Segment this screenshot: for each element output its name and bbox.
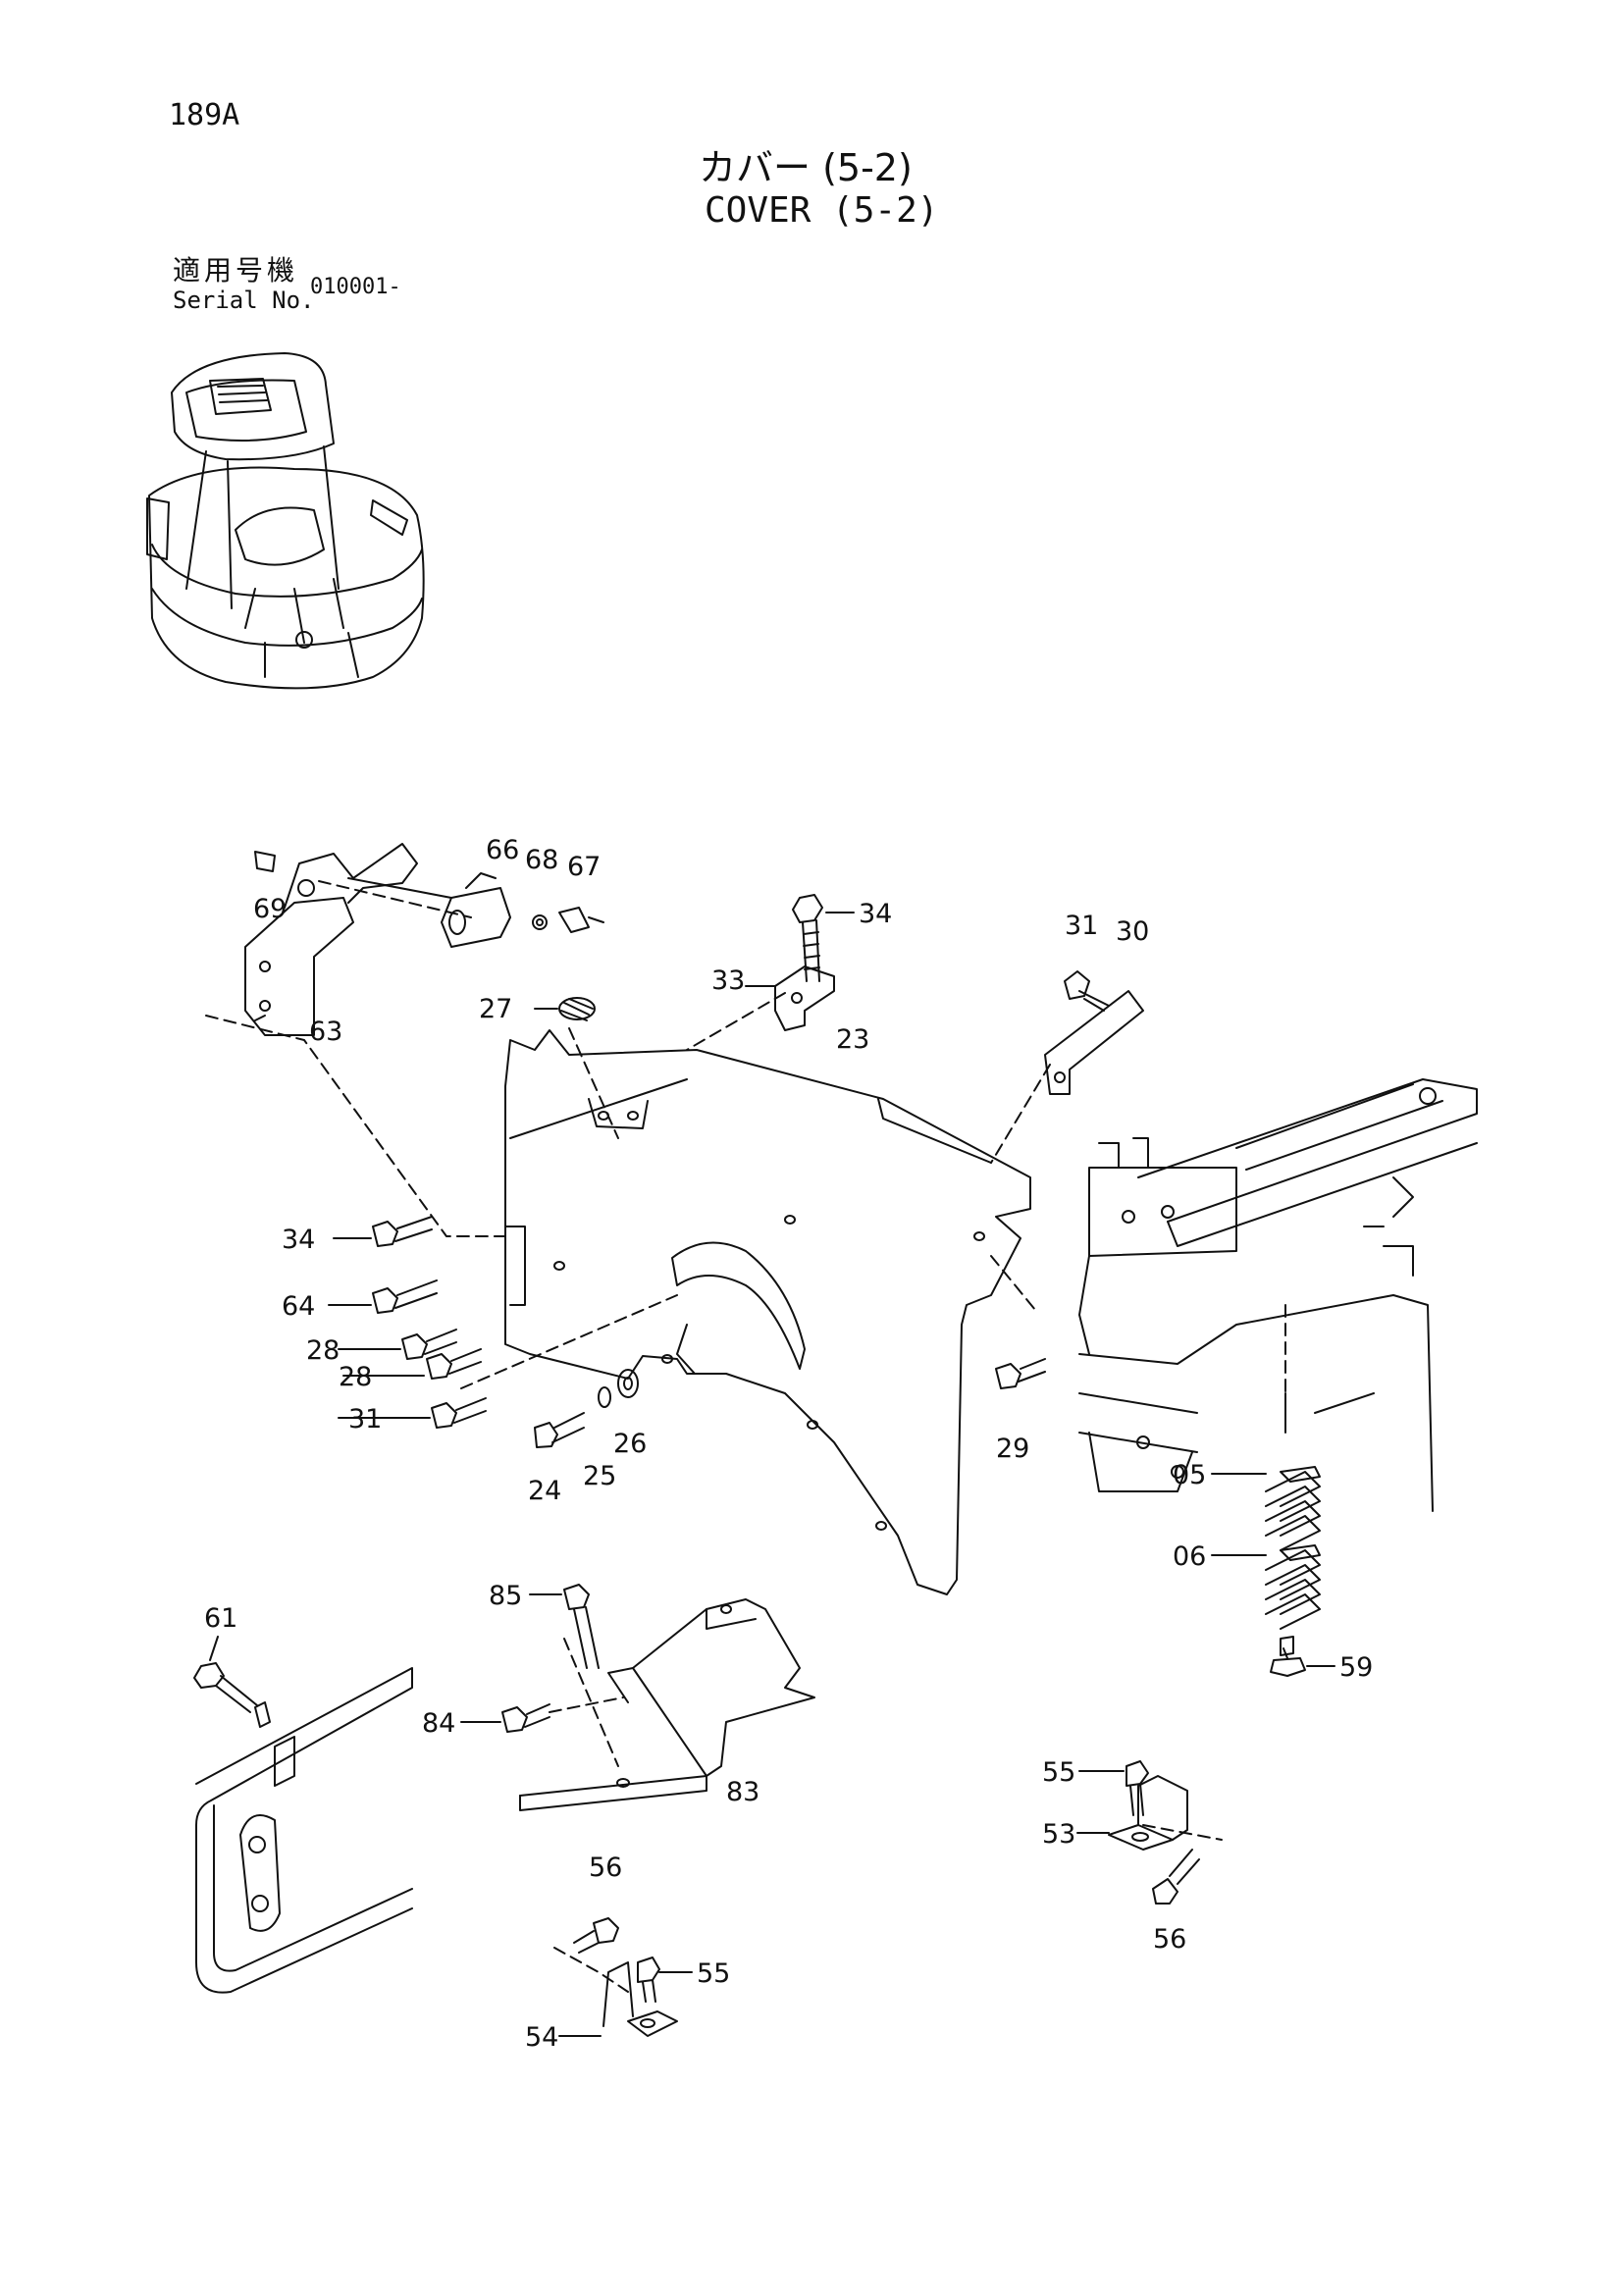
machine-thumbnail <box>146 352 425 690</box>
title-japanese: カバー (5-2) <box>699 146 913 189</box>
cover-plate-23 <box>504 1029 1031 1595</box>
callout-28-upper: 28 <box>306 1335 340 1366</box>
shims-06 <box>1265 1544 1321 1630</box>
callout-25: 25 <box>583 1461 616 1491</box>
shims-05 <box>1265 1466 1321 1551</box>
callout-53: 53 <box>1042 1819 1075 1850</box>
callout-31-left: 31 <box>348 1404 382 1435</box>
callout-85: 85 <box>489 1581 522 1611</box>
bolts-left-side <box>372 1216 487 1429</box>
title-english: COVER (5-2) <box>705 190 939 231</box>
callout-83: 83 <box>726 1777 759 1807</box>
callout-labels: 69 63 66 68 67 34 33 31 30 27 23 34 64 2… <box>204 835 1373 2053</box>
callout-31-top: 31 <box>1065 911 1098 941</box>
callout-05: 05 <box>1173 1460 1206 1490</box>
bracket-54 <box>573 1917 678 2037</box>
callout-34-left: 34 <box>282 1225 315 1255</box>
callout-64: 64 <box>282 1291 315 1322</box>
callout-23: 23 <box>836 1024 869 1055</box>
page-code: 189A <box>169 98 240 132</box>
frame-rails <box>1078 1078 1478 1512</box>
cover-83 <box>501 1584 815 1811</box>
serial-label-english: Serial No. <box>173 287 315 314</box>
serial-number-value: 010001- <box>310 275 401 299</box>
bolt-29 <box>995 1358 1046 1389</box>
bracket-30 <box>1044 970 1144 1095</box>
bracket-53 <box>1108 1760 1200 1905</box>
bracket-63-and-switch-66 <box>244 843 604 1036</box>
callout-55-right: 55 <box>1042 1757 1075 1788</box>
callout-68: 68 <box>525 845 558 875</box>
callout-63: 63 <box>309 1017 342 1047</box>
callout-29: 29 <box>996 1434 1029 1464</box>
panel-with-clamp-61 <box>193 1662 413 1994</box>
callout-06: 06 <box>1173 1541 1206 1572</box>
callout-69: 69 <box>253 894 287 924</box>
bolt-59 <box>1270 1636 1306 1677</box>
callout-67: 67 <box>567 852 601 882</box>
callout-27: 27 <box>479 994 512 1024</box>
callout-59: 59 <box>1339 1652 1373 1683</box>
bracket-33 <box>774 965 835 1031</box>
callout-66: 66 <box>486 835 519 865</box>
callout-28-lower: 28 <box>339 1362 372 1392</box>
callout-54: 54 <box>525 2022 558 2053</box>
callout-56-bottom: 56 <box>589 1852 622 1883</box>
callout-24: 24 <box>528 1476 561 1506</box>
callout-30: 30 <box>1116 916 1149 947</box>
bolt-24-washers <box>534 1369 639 1448</box>
callout-26: 26 <box>613 1429 647 1459</box>
serial-label-japanese: 適用号機 <box>173 254 299 287</box>
callout-33: 33 <box>711 965 745 996</box>
callout-34-top: 34 <box>859 899 892 929</box>
grommet-27 <box>558 997 596 1021</box>
callout-61: 61 <box>204 1603 237 1634</box>
callout-56-right: 56 <box>1153 1924 1186 1955</box>
leader-lines-dashed <box>205 880 1286 1993</box>
callout-55-bottom: 55 <box>697 1958 730 1989</box>
callout-ticks <box>209 912 1335 2037</box>
callout-84: 84 <box>422 1708 455 1739</box>
